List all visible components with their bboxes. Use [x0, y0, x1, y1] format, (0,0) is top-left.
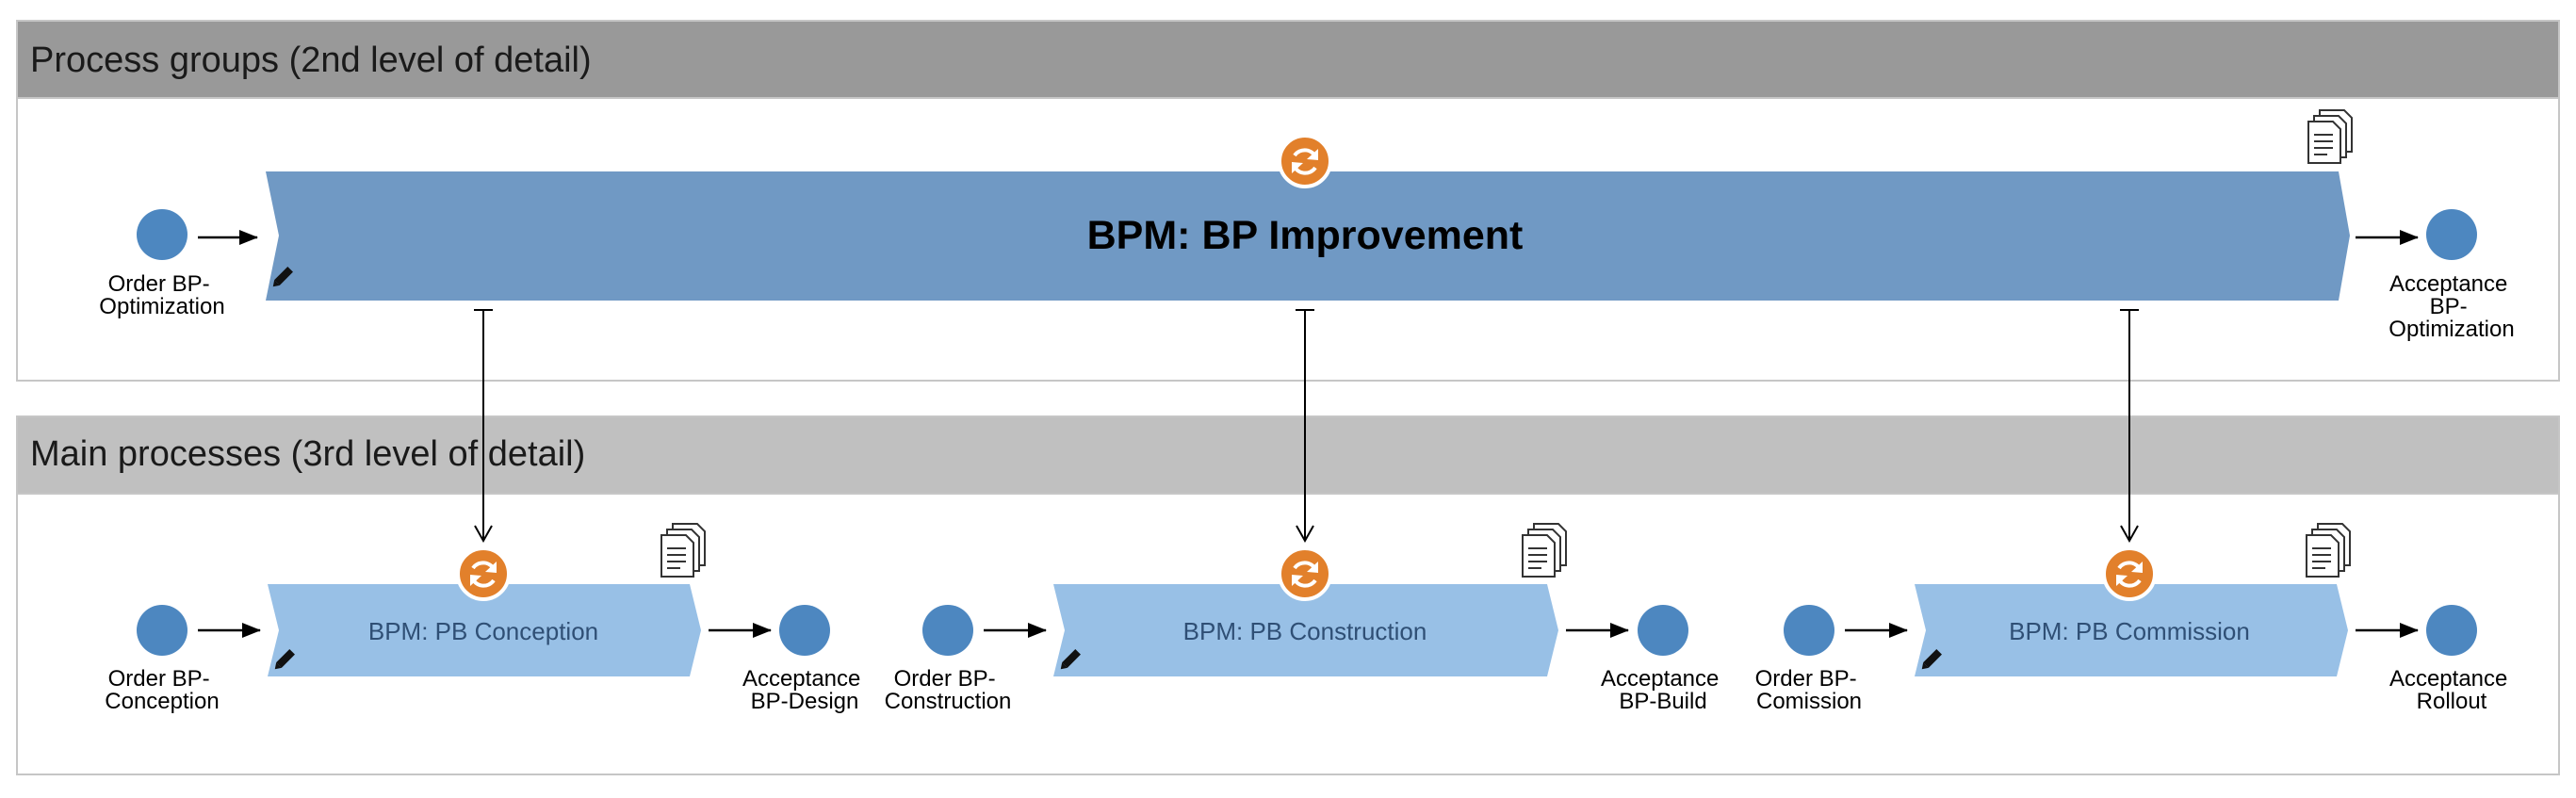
lane-title-process-groups: Process groups (2nd level of detail) [30, 41, 592, 80]
start-event-order-bp-optimization[interactable] [137, 209, 187, 260]
pencil-icon[interactable] [272, 649, 295, 672]
end-event-acceptance-rollout[interactable] [2426, 605, 2477, 656]
main-process-pb-commission[interactable]: Order BP- Comission BPM: PB Commission A… [1755, 523, 2514, 714]
start-event-label: Order BP- Comission [1755, 666, 1864, 714]
sub-process-label: BPM: PB Construction [1183, 617, 1427, 645]
sub-process-label: BPM: PB Conception [368, 617, 598, 645]
refresh-icon[interactable] [1278, 134, 1332, 188]
start-event-order-bp-construction[interactable] [922, 605, 973, 656]
documents-icon[interactable] [2307, 109, 2353, 164]
lane-header-main-processes [16, 415, 2560, 495]
start-event-label: Order BP- Optimization [99, 271, 224, 319]
start-event-order-bp-comission[interactable] [1784, 605, 1834, 656]
lane-header-process-groups [16, 20, 2560, 99]
sub-process-chevron[interactable] [1053, 584, 1558, 676]
end-event-acceptance-bp-design[interactable] [779, 605, 830, 656]
end-event-acceptance-bp-build[interactable] [1638, 605, 1688, 656]
main-process-chevron[interactable] [266, 171, 2350, 301]
main-process-pb-conception[interactable]: Order BP- Conception BPM: PB Conception … [105, 523, 867, 714]
sub-process-label: BPM: PB Commission [2009, 617, 2250, 645]
decomposition-connectors [474, 309, 2139, 544]
end-event-acceptance-bp-optimization[interactable] [2426, 209, 2477, 260]
sub-process-chevron[interactable] [1915, 584, 2348, 676]
end-event-label: Acceptance BP- Optimization [2389, 271, 2514, 342]
decomposition-connector [1296, 309, 1314, 544]
documents-icon[interactable] [660, 523, 706, 578]
start-event-label: Order BP- Conception [105, 666, 219, 714]
lane-title-main-processes: Main processes (3rd level of detail) [30, 434, 585, 474]
pencil-icon[interactable] [1919, 649, 1942, 672]
decomposition-connector [2120, 309, 2139, 544]
documents-icon[interactable] [2306, 523, 2351, 578]
refresh-icon[interactable] [456, 546, 511, 601]
end-event-label: Acceptance BP-Build [1601, 666, 1725, 714]
pencil-icon[interactable] [270, 267, 293, 289]
start-event-label: Order BP- Construction [885, 666, 1012, 714]
start-event-order-bp-conception[interactable] [137, 605, 187, 656]
documents-icon[interactable] [1522, 523, 1567, 578]
sub-process-chevron[interactable] [268, 584, 701, 676]
main-process-label: BPM: BP Improvement [1087, 213, 1524, 258]
end-event-label: Acceptance BP-Design [742, 666, 867, 714]
decomposition-connector [474, 309, 493, 544]
refresh-icon[interactable] [2102, 546, 2157, 601]
process-group-bp-improvement[interactable]: Order BP- Optimization BPM: BP Improveme… [99, 109, 2515, 342]
end-event-label: Acceptance Rollout [2389, 666, 2514, 714]
pencil-icon[interactable] [1058, 649, 1081, 672]
refresh-icon[interactable] [1278, 546, 1332, 601]
main-process-pb-construction[interactable]: Order BP- Construction BPM: PB Construct… [885, 523, 1725, 714]
